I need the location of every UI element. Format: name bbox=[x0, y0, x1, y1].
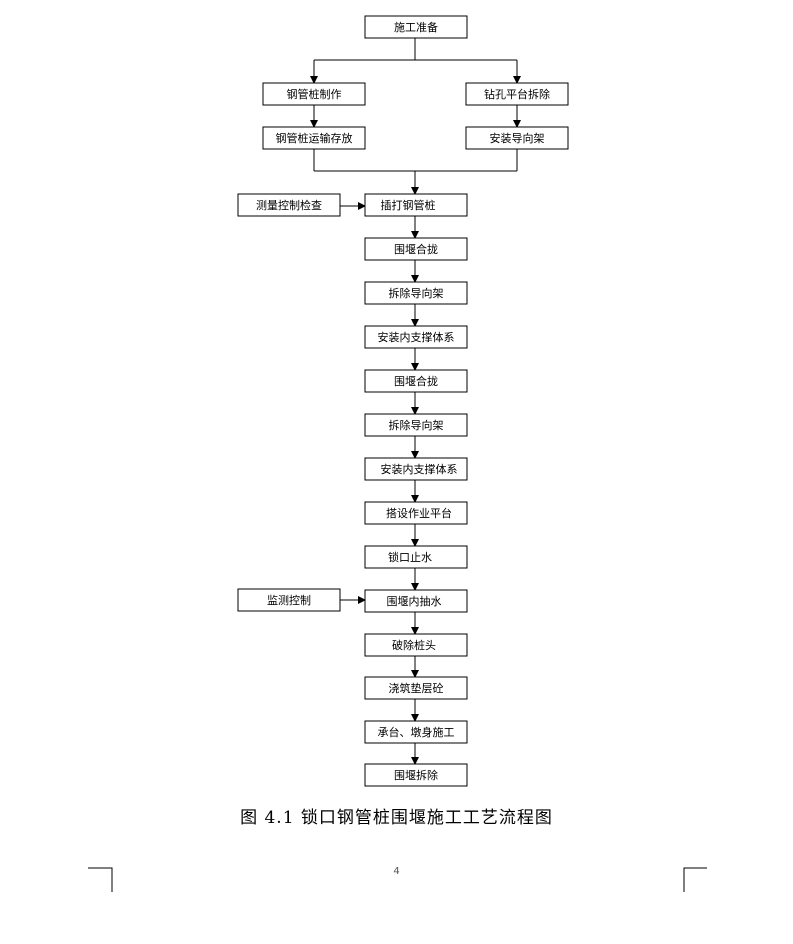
node-close-1-label: 围堰合拢 bbox=[394, 242, 438, 256]
node-pile-make: 钢管桩制作 bbox=[262, 82, 366, 106]
node-cushion-label: 浇筑垫层砼 bbox=[389, 681, 444, 695]
node-cushion: 浇筑垫层砼 bbox=[364, 676, 468, 700]
node-insert-pile-label: 插打钢管桩 bbox=[381, 198, 436, 212]
node-support-2-label: 安装内支撑体系 bbox=[381, 462, 458, 476]
page-corner-marks bbox=[88, 867, 707, 892]
node-pile-head-label: 破除桩头 bbox=[392, 638, 436, 652]
node-pile-store-label: 钢管桩运输存放 bbox=[276, 131, 353, 145]
figure-caption: 图 4.1 锁口钢管桩围堰施工工艺流程图 bbox=[240, 808, 553, 828]
node-monitor-label: 监测控制 bbox=[267, 593, 311, 607]
node-guide-remove-2-label: 拆除导向架 bbox=[389, 418, 444, 432]
node-work-platform: 搭设作业平台 bbox=[364, 501, 468, 525]
node-monitor: 监测控制 bbox=[237, 588, 341, 612]
node-support-1-label: 安装内支撑体系 bbox=[378, 330, 455, 344]
node-prep: 施工准备 bbox=[364, 15, 468, 39]
node-survey: 测量控制检查 bbox=[237, 193, 341, 217]
node-pump-label: 围堰内抽水 bbox=[387, 594, 442, 608]
node-survey-label: 测量控制检查 bbox=[256, 198, 322, 212]
node-pile-store: 钢管桩运输存放 bbox=[262, 126, 366, 150]
node-cofferdam-remove-label: 围堰拆除 bbox=[394, 768, 438, 782]
node-support-1: 安装内支撑体系 bbox=[364, 325, 468, 349]
node-platform-remove: 钻孔平台拆除 bbox=[465, 82, 569, 106]
node-cofferdam-remove: 围堰拆除 bbox=[364, 763, 468, 787]
node-pump: 围堰内抽水 bbox=[364, 589, 468, 613]
node-seal: 锁口止水 bbox=[364, 545, 468, 569]
node-cap-pier-label: 承台、墩身施工 bbox=[378, 725, 455, 739]
node-prep-label: 施工准备 bbox=[394, 20, 438, 34]
node-pile-make-label: 钢管桩制作 bbox=[287, 87, 342, 101]
node-cap-pier: 承台、墩身施工 bbox=[364, 720, 468, 744]
node-pile-head: 破除桩头 bbox=[364, 633, 468, 657]
node-guide-install: 安装导向架 bbox=[465, 126, 569, 150]
node-guide-remove-2: 拆除导向架 bbox=[364, 413, 468, 437]
page-number: 4 bbox=[393, 866, 400, 877]
node-guide-install-label: 安装导向架 bbox=[490, 131, 545, 145]
node-seal-label: 锁口止水 bbox=[388, 550, 432, 564]
node-guide-remove-1: 拆除导向架 bbox=[364, 281, 468, 305]
node-work-platform-label: 搭设作业平台 bbox=[386, 506, 452, 520]
node-close-2-label: 围堰合拢 bbox=[394, 374, 438, 388]
node-guide-remove-1-label: 拆除导向架 bbox=[389, 286, 444, 300]
node-insert-pile: 插打钢管桩 bbox=[364, 193, 468, 217]
node-close-1: 围堰合拢 bbox=[364, 237, 468, 261]
connectors bbox=[310, 38, 521, 765]
node-platform-remove-label: 钻孔平台拆除 bbox=[484, 87, 550, 101]
node-close-2: 围堰合拢 bbox=[364, 369, 468, 393]
node-support-2: 安装内支撑体系 bbox=[364, 457, 468, 481]
